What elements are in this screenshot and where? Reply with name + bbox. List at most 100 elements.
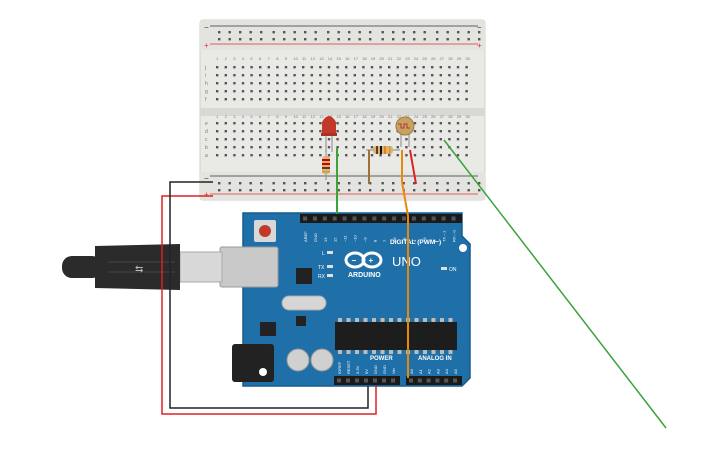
rail-hole[interactable] (381, 31, 384, 34)
terminal-hole[interactable] (276, 82, 279, 85)
terminal-hole[interactable] (465, 146, 468, 149)
terminal-hole[interactable] (431, 90, 434, 93)
rail-hole[interactable] (293, 182, 296, 185)
terminal-hole[interactable] (396, 82, 399, 85)
header-pin[interactable] (373, 378, 377, 383)
terminal-hole[interactable] (310, 122, 313, 125)
terminal-hole[interactable] (448, 74, 451, 77)
terminal-hole[interactable] (327, 138, 331, 141)
terminal-hole[interactable] (431, 74, 434, 77)
header-pin[interactable] (352, 216, 357, 221)
terminal-hole[interactable] (439, 154, 442, 157)
terminal-hole[interactable] (284, 90, 288, 93)
rail-hole[interactable] (392, 31, 395, 34)
terminal-hole[interactable] (310, 154, 313, 157)
terminal-hole[interactable] (362, 154, 365, 157)
terminal-hole[interactable] (379, 138, 382, 141)
terminal-hole[interactable] (413, 74, 417, 77)
terminal-hole[interactable] (336, 66, 339, 69)
terminal-hole[interactable] (276, 146, 279, 149)
terminal-hole[interactable] (233, 66, 236, 69)
terminal-hole[interactable] (319, 154, 322, 157)
terminal-hole[interactable] (233, 146, 236, 149)
terminal-hole[interactable] (267, 122, 270, 125)
terminal-hole[interactable] (431, 122, 434, 125)
terminal-hole[interactable] (422, 82, 425, 85)
rail-hole[interactable] (239, 189, 242, 192)
terminal-hole[interactable] (456, 154, 460, 157)
terminal-hole[interactable] (224, 90, 227, 93)
terminal-hole[interactable] (405, 138, 408, 141)
rail-hole[interactable] (228, 182, 231, 185)
terminal-hole[interactable] (267, 74, 270, 77)
terminal-hole[interactable] (405, 154, 408, 157)
terminal-hole[interactable] (345, 90, 348, 93)
rail-hole[interactable] (358, 182, 361, 185)
rail-hole[interactable] (478, 189, 481, 192)
rail-hole[interactable] (423, 38, 426, 41)
terminal-hole[interactable] (362, 138, 365, 141)
wire-green-long[interactable] (443, 139, 667, 429)
terminal-hole[interactable] (293, 154, 296, 157)
terminal-hole[interactable] (353, 122, 356, 125)
terminal-hole[interactable] (233, 154, 236, 157)
terminal-hole[interactable] (216, 122, 219, 125)
terminal-hole[interactable] (284, 82, 288, 85)
rail-hole[interactable] (446, 38, 449, 41)
terminal-hole[interactable] (405, 90, 408, 93)
terminal-hole[interactable] (388, 74, 391, 77)
rail-hole[interactable] (239, 31, 242, 34)
terminal-hole[interactable] (448, 82, 451, 85)
rail-hole[interactable] (478, 31, 481, 34)
terminal-hole[interactable] (284, 122, 288, 125)
terminal-hole[interactable] (465, 138, 468, 141)
terminal-hole[interactable] (267, 82, 270, 85)
terminal-hole[interactable] (439, 146, 442, 149)
terminal-hole[interactable] (267, 154, 270, 157)
terminal-hole[interactable] (362, 66, 365, 69)
terminal-hole[interactable] (431, 130, 434, 133)
rail-hole[interactable] (392, 38, 395, 41)
terminal-hole[interactable] (276, 98, 279, 101)
rail-hole[interactable] (337, 31, 340, 34)
terminal-hole[interactable] (259, 90, 262, 93)
terminal-hole[interactable] (422, 66, 425, 69)
rail-hole[interactable] (457, 31, 460, 34)
digital-header[interactable] (300, 214, 462, 223)
terminal-hole[interactable] (439, 82, 442, 85)
header-pin[interactable] (382, 378, 386, 383)
terminal-hole[interactable] (353, 66, 356, 69)
terminal-hole[interactable] (465, 82, 468, 85)
terminal-hole[interactable] (362, 146, 365, 149)
terminal-hole[interactable] (353, 130, 356, 133)
rail-hole[interactable] (249, 182, 252, 185)
terminal-hole[interactable] (259, 130, 262, 133)
terminal-hole[interactable] (259, 154, 262, 157)
terminal-hole[interactable] (293, 90, 296, 93)
terminal-hole[interactable] (362, 122, 365, 125)
terminal-hole[interactable] (405, 66, 408, 69)
terminal-hole[interactable] (362, 90, 365, 93)
terminal-hole[interactable] (302, 130, 305, 133)
terminal-hole[interactable] (216, 154, 219, 157)
wire-black-gnd[interactable] (169, 181, 369, 409)
terminal-hole[interactable] (250, 74, 253, 77)
terminal-hole[interactable] (388, 138, 391, 141)
terminal-hole[interactable] (388, 130, 391, 133)
terminal-hole[interactable] (370, 74, 374, 77)
rail-hole[interactable] (446, 189, 449, 192)
header-pin[interactable] (312, 216, 317, 221)
terminal-hole[interactable] (276, 154, 279, 157)
terminal-hole[interactable] (284, 74, 288, 77)
terminal-hole[interactable] (362, 82, 365, 85)
terminal-hole[interactable] (293, 122, 296, 125)
terminal-hole[interactable] (233, 82, 236, 85)
terminal-hole[interactable] (388, 98, 391, 101)
terminal-hole[interactable] (448, 90, 451, 93)
terminal-hole[interactable] (224, 138, 227, 141)
rail-hole[interactable] (228, 31, 231, 34)
rail-hole[interactable] (413, 182, 416, 185)
terminal-hole[interactable] (370, 98, 374, 101)
terminal-hole[interactable] (345, 66, 348, 69)
terminal-hole[interactable] (250, 66, 253, 69)
